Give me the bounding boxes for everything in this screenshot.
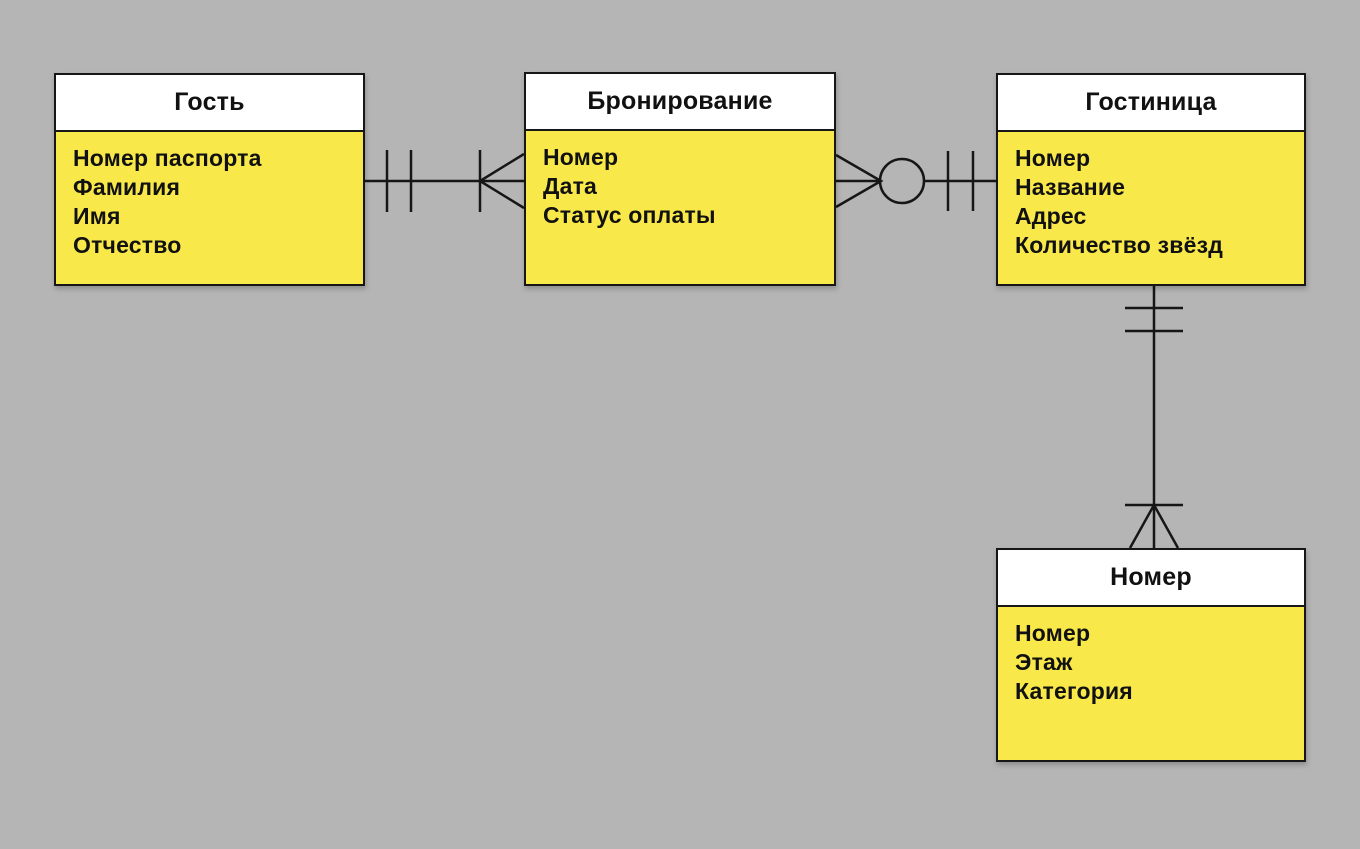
relationship-guest-booking[interactable] [365,150,525,212]
crow-foot-icon [477,152,525,210]
entity-attribute: Номер [543,144,619,170]
entity-attribute: Номер [1015,620,1091,646]
entity-attribute: Категория [1015,678,1133,704]
relationship-booking-hotel[interactable] [835,151,996,211]
entity-booking-title: Бронирование [526,74,834,131]
entity-guest-title: Гость [56,75,363,132]
entity-attribute: Фамилия [73,174,181,200]
entity-attribute: Номер [1015,145,1091,171]
crow-foot-icon [1128,502,1180,549]
entity-attribute: Имя [73,203,121,229]
entity-attribute: Дата [543,173,598,199]
entity-hotel-title: Гостиница [998,75,1304,132]
relationship-hotel-room[interactable] [1125,286,1183,549]
entity-room-title: Номер [998,550,1304,607]
entity-attribute: Статус оплаты [543,202,716,228]
entity-attribute: Номер паспорта [73,145,262,171]
entity-attribute: Название [1015,174,1126,200]
entity-attribute: Этаж [1015,649,1073,675]
entity-attribute: Отчество [73,232,182,258]
entity-attribute: Адрес [1015,203,1087,229]
cardinality-zero-circle [878,157,926,205]
entity-attribute: Количество звёзд [1015,232,1224,258]
